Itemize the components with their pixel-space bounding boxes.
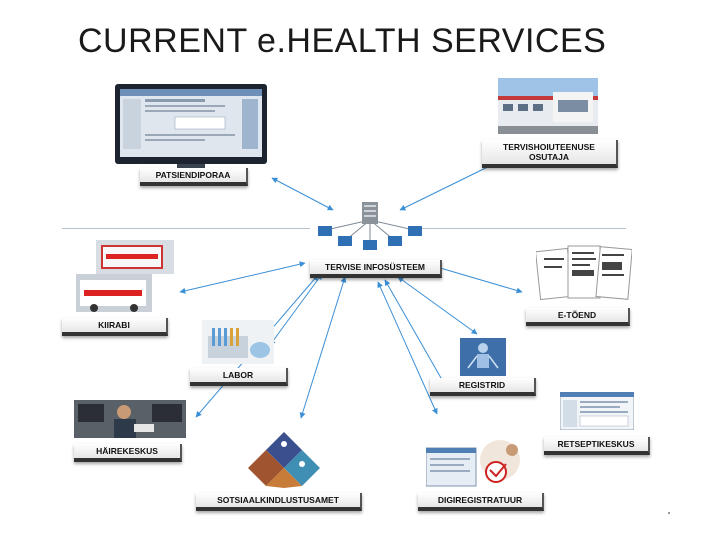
node-label-kiirabi: KIIRABI [62, 318, 168, 336]
lab-equipment-icon [202, 320, 274, 364]
arrow-e-toend [430, 265, 522, 292]
arrow-labor [270, 274, 322, 345]
node-label-sotsiaalkindlustusamet: SOTSIAALKINDLUSTUSAMET [196, 493, 362, 511]
node-label-tervise-infosusteem: TERVISE INFOSÜSTEEM [310, 260, 442, 278]
node-label-tervishoiuteenuse-osutaja: TERVISHOIUTEENUSE OSUTAJA [482, 140, 618, 168]
arrow-digiregistratuur [378, 282, 437, 414]
xray-scan-icon [460, 338, 506, 376]
computer-monitor-icon [115, 84, 267, 170]
arrow-registrid [398, 277, 477, 334]
online-booking-icon [426, 438, 526, 490]
document-certificate-icon [536, 244, 632, 302]
node-label-line2: OSUTAJA [482, 152, 616, 162]
node-label-hairekeskus: HÄIREKESKUS [74, 444, 182, 462]
dispatch-operator-icon [74, 400, 186, 438]
arrow-kiirabi [180, 263, 305, 292]
prescription-software-icon [560, 392, 634, 430]
hospital-building-icon [498, 78, 598, 134]
monitor-icon [115, 84, 267, 170]
ambulance-icon [76, 240, 174, 312]
node-label-labor: LABOR [190, 368, 288, 386]
network-servers-icon [316, 200, 424, 256]
node-label-retseptikeskus: RETSEPTIKESKUS [544, 437, 650, 455]
node-label-registrid: REGISTRID [430, 378, 536, 396]
slide-corner-mark [668, 512, 670, 514]
node-label-line1: TERVISHOIUTEENUSE [482, 142, 616, 152]
social-insurance-logo-icon [248, 430, 320, 488]
arrow-retseptikeskus [385, 280, 449, 392]
node-label-patsiendiportaal: PATSIENDIPORAA [140, 168, 248, 186]
node-label-e-toend: E-TÕEND [526, 308, 630, 326]
arrow-sotsiaalkindlustusamet [301, 277, 345, 418]
node-label-digiregistratuur: DIGIREGISTRATUUR [418, 493, 544, 511]
